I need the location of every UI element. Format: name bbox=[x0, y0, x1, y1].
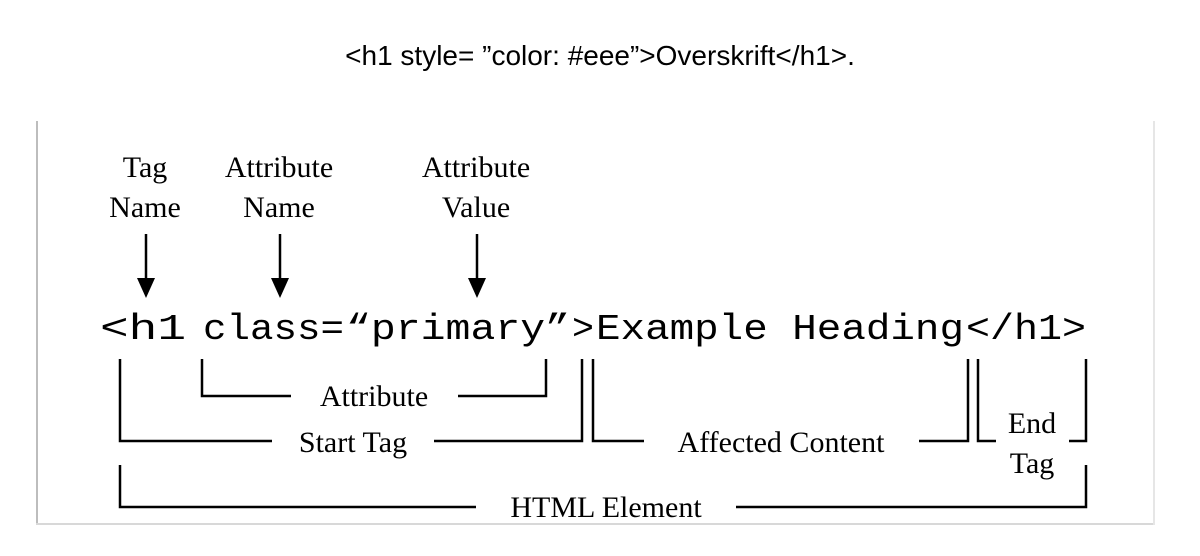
end-tag-bracket-label-line2: Tag bbox=[1010, 447, 1055, 480]
attribute-name-label-line2: Name bbox=[243, 191, 315, 224]
code-content: Example Heading bbox=[596, 309, 964, 350]
html-element-bracket-label: HTML Element bbox=[510, 491, 702, 524]
attribute-bracket bbox=[200, 359, 548, 398]
affected-content-bracket-label: Affected Content bbox=[678, 426, 886, 459]
end-tag-bracket bbox=[976, 359, 1088, 443]
affected-content-bracket bbox=[591, 359, 970, 443]
tag-name-arrow bbox=[137, 234, 155, 298]
start-tag-bracket-label: Start Tag bbox=[299, 426, 407, 459]
attribute-bracket-label: Attribute bbox=[320, 380, 428, 413]
code-attribute-name: class= bbox=[203, 309, 344, 350]
code-attribute-value: “primary” bbox=[346, 309, 570, 350]
start-tag-bracket bbox=[118, 359, 584, 443]
code-open-tag: <h1 bbox=[100, 309, 186, 350]
attribute-name-arrow bbox=[271, 234, 289, 298]
html-anatomy-diagram: Tag Name Attribute Name Attribute Value … bbox=[36, 121, 1155, 525]
attribute-name-label-line1: Attribute bbox=[225, 151, 333, 184]
attribute-value-arrow bbox=[468, 234, 486, 298]
caption: <h1 style= ”color: #eee”>Overskrift</h1>… bbox=[345, 40, 855, 71]
attribute-value-label-line2: Value bbox=[442, 191, 510, 224]
tag-name-label-line1: Tag bbox=[123, 151, 168, 184]
code-close-bracket: > bbox=[572, 309, 594, 350]
html-element-bracket bbox=[118, 465, 1088, 509]
diagram-svg: Tag Name Attribute Name Attribute Value … bbox=[36, 121, 1155, 525]
end-tag-bracket-label-line1: End bbox=[1008, 407, 1056, 440]
tag-name-label-line2: Name bbox=[109, 191, 181, 224]
attribute-value-label-line1: Attribute bbox=[422, 151, 530, 184]
code-end-tag: </h1> bbox=[966, 309, 1086, 350]
